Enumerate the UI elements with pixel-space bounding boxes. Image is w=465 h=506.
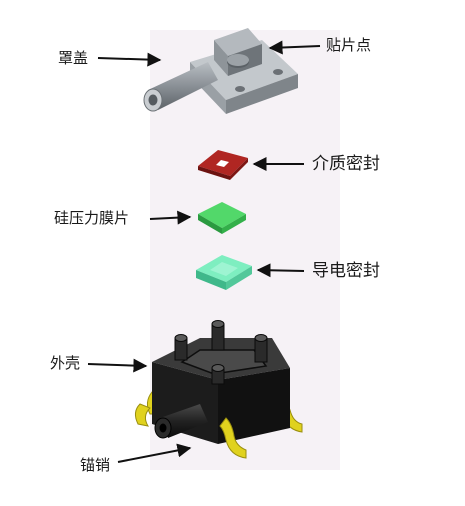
label-conductive-seal: 导电密封	[312, 261, 380, 281]
label-cover: 罩盖	[58, 49, 89, 67]
label-silicon-die: 硅压力膜片	[54, 209, 130, 227]
label-anchor-pin: 锚销	[80, 456, 111, 474]
arrow-cover	[97, 52, 162, 67]
housing-part	[134, 320, 303, 459]
arrow-housing	[87, 358, 148, 373]
silicon-die-part	[198, 202, 246, 234]
cover-part	[143, 28, 298, 114]
dielectric-seal-part	[198, 150, 248, 180]
label-patch-point: 贴片点	[326, 36, 372, 54]
arrow-conductive-seal	[256, 263, 305, 278]
label-housing: 外壳	[50, 354, 81, 372]
label-dielectric-seal: 介质密封	[312, 154, 380, 174]
conductive-seal-part	[196, 255, 252, 290]
arrow-anchor-pin	[117, 443, 192, 463]
arrow-patch-point	[268, 40, 321, 55]
arrow-silicon-die	[149, 210, 192, 225]
leader-arrows	[87, 40, 321, 463]
